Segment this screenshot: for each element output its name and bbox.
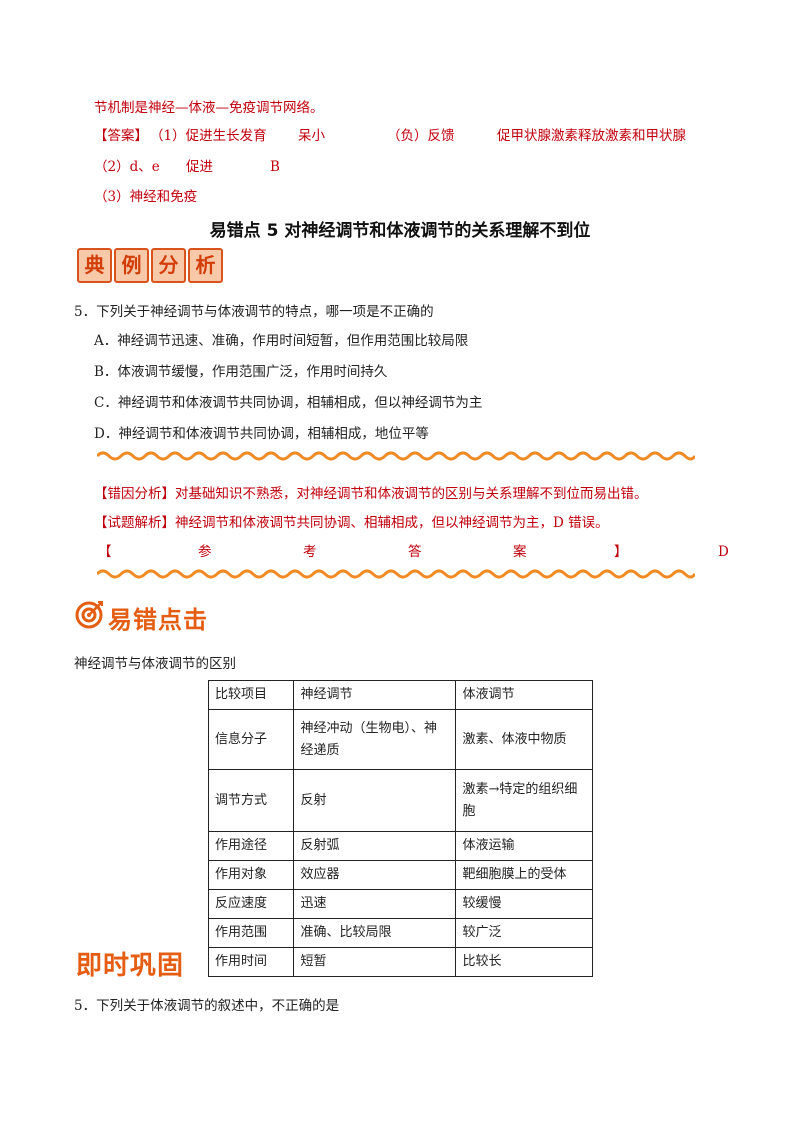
table-caption: 神经调节与体液调节的区别 [74, 656, 236, 672]
table-cell: 反应速度 [207, 889, 295, 919]
table-row: 作用途径 反射弧 体液运输 [207, 831, 593, 861]
option-a: A．神经调节迅速、准确，作用时间短暂，但作用范围比较局限 [94, 333, 469, 349]
table-cell: 作用对象 [207, 860, 295, 890]
table-header-cell: 比较项目 [207, 680, 295, 710]
answer-2b: 促进 [186, 159, 213, 175]
option-b: B．体液调节缓慢，作用范围广泛，作用时间持久 [94, 364, 388, 380]
table-cell: 作用时间 [207, 947, 295, 977]
comparison-table: 比较项目 神经调节 体液调节 信息分子 神经冲动（生物电）、神经递质 激素、体液… [207, 680, 593, 977]
ref-answer-char: 【 [98, 544, 112, 560]
table-cell: 反射弧 [293, 831, 457, 861]
explanation: 【试题解析】神经调节和体液调节共同协调、相辅相成，但以神经调节为主，D 错误。 [94, 515, 609, 531]
table-header-cell: 体液调节 [455, 680, 593, 710]
table-cell: 靶细胞膜上的受体 [455, 860, 593, 890]
answer-label: 【答案】 [94, 128, 148, 144]
table-header-row: 比较项目 神经调节 体液调节 [207, 680, 593, 710]
answer-3: （3）神经和免疫 [94, 189, 198, 205]
table-cell: 准确、比较局限 [293, 918, 457, 948]
answer-1b: 呆小 [298, 128, 325, 144]
table-cell: 短暂 [293, 947, 457, 977]
practice-question: 5．下列关于体液调节的叙述中，不正确的是 [74, 998, 340, 1014]
answer-1: （1）促进生长发育 [150, 128, 267, 144]
practice-banner: 即时巩固 [76, 951, 185, 981]
ref-answer-value: D [718, 544, 729, 560]
option-d: D．神经调节和体液调节共同协调，相辅相成，地位平等 [94, 426, 429, 442]
table-cell: 调节方式 [207, 769, 295, 832]
stamp-char: 例 [114, 248, 149, 283]
table-cell: 信息分子 [207, 709, 295, 770]
table-row: 作用时间 短暂 比较长 [207, 947, 593, 977]
table-cell: 体液运输 [455, 831, 593, 861]
table-row: 作用对象 效应器 靶细胞膜上的受体 [207, 860, 593, 890]
ref-answer-char: 考 [303, 544, 317, 560]
wavy-divider [97, 569, 695, 579]
table-header-cell: 神经调节 [293, 680, 457, 710]
table-row: 作用范围 准确、比较局限 较广泛 [207, 918, 593, 948]
table-cell: 较缓慢 [455, 889, 593, 919]
table-cell: 神经冲动（生物电）、神经递质 [293, 709, 457, 770]
table-cell: 激素、体液中物质 [455, 709, 593, 770]
stamp-char: 典 [77, 248, 112, 283]
ref-answer-char: 参 [198, 544, 212, 560]
section-title: 易错点 5 对神经调节和体液调节的关系理解不到位 [209, 221, 591, 241]
option-c: C．神经调节和体液调节共同协调，相辅相成，但以神经调节为主 [94, 395, 483, 411]
table-cell: 作用途径 [207, 831, 295, 861]
answer-1d: 促甲状腺激素释放激素和甲状腺 [497, 128, 686, 144]
question-stem: 5．下列关于神经调节与体液调节的特点，哪一项是不正确的 [74, 304, 434, 320]
table-row: 信息分子 神经冲动（生物电）、神经递质 激素、体液中物质 [207, 709, 593, 770]
answer-2: （2）d、e [94, 159, 160, 175]
table-cell: 较广泛 [455, 918, 593, 948]
table-row: 调节方式 反射 激素→特定的组织细胞 [207, 769, 593, 832]
table-cell: 激素→特定的组织细胞 [455, 769, 593, 832]
stamp-char: 析 [188, 248, 223, 283]
table-cell: 比较长 [455, 947, 593, 977]
table-row: 反应速度 迅速 较缓慢 [207, 889, 593, 919]
answer-1c: （负）反馈 [387, 128, 455, 144]
answer-2c: B [270, 159, 280, 175]
ref-answer-char: 】 [614, 544, 628, 560]
table-cell: 作用范围 [207, 918, 295, 948]
error-cause: 【错因分析】对基础知识不熟悉，对神经调节和体液调节的区别与关系理解不到位而易出错… [94, 486, 648, 502]
target-icon [75, 601, 103, 629]
wavy-divider [97, 451, 695, 461]
prev-answer-line: 节机制是神经—体液—免疫调节网络。 [94, 100, 324, 116]
table-cell: 迅速 [293, 889, 457, 919]
table-cell: 效应器 [293, 860, 457, 890]
tip-banner: 易错点击 [108, 606, 208, 634]
table-cell: 反射 [293, 769, 457, 832]
ref-answer-char: 案 [513, 544, 527, 560]
stamp-char: 分 [151, 248, 186, 283]
ref-answer-char: 答 [408, 544, 422, 560]
